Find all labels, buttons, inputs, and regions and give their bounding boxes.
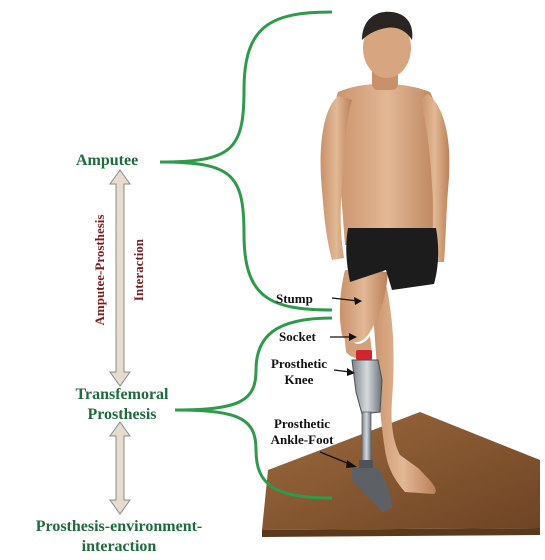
amputee-bracket xyxy=(160,12,332,310)
prosthetic-ankle-foot-label: Prosthetic Ankle-Foot xyxy=(260,416,344,448)
ankle-line2: Ankle-Foot xyxy=(260,432,344,448)
knee-pointer xyxy=(334,368,355,376)
knee-line1: Prosthetic xyxy=(262,356,336,372)
prosthesis-environment-label: Prosthesis-environment- interaction xyxy=(0,517,238,557)
knee-line2: Knee xyxy=(262,372,336,388)
prosthesis-environment-arrow xyxy=(110,422,130,514)
transfemoral-line2: Prosthesis xyxy=(62,405,182,425)
environment-line2: interaction xyxy=(0,537,238,557)
environment-line1: Prosthesis-environment- xyxy=(0,517,238,537)
amputee-label: Amputee xyxy=(76,152,138,170)
socket-label: Socket xyxy=(279,329,316,345)
knee-red-adapter xyxy=(356,350,372,360)
interaction-rotated-label: Interaction xyxy=(131,230,147,310)
transfemoral-prosthesis-label: Transfemoral Prosthesis xyxy=(62,385,182,425)
ankle-line1: Prosthetic xyxy=(260,416,344,432)
stump-label: Stump xyxy=(276,291,313,307)
prosthetic-pylon xyxy=(362,412,371,464)
amputee-prosthesis-rotated-label: Amputee-Prosthesis xyxy=(92,205,108,335)
prosthetic-knee xyxy=(352,360,382,414)
amputee-prosthesis-arrow xyxy=(110,170,130,386)
transfemoral-line1: Transfemoral xyxy=(62,385,182,405)
prosthetic-knee-label: Prosthetic Knee xyxy=(262,356,336,388)
